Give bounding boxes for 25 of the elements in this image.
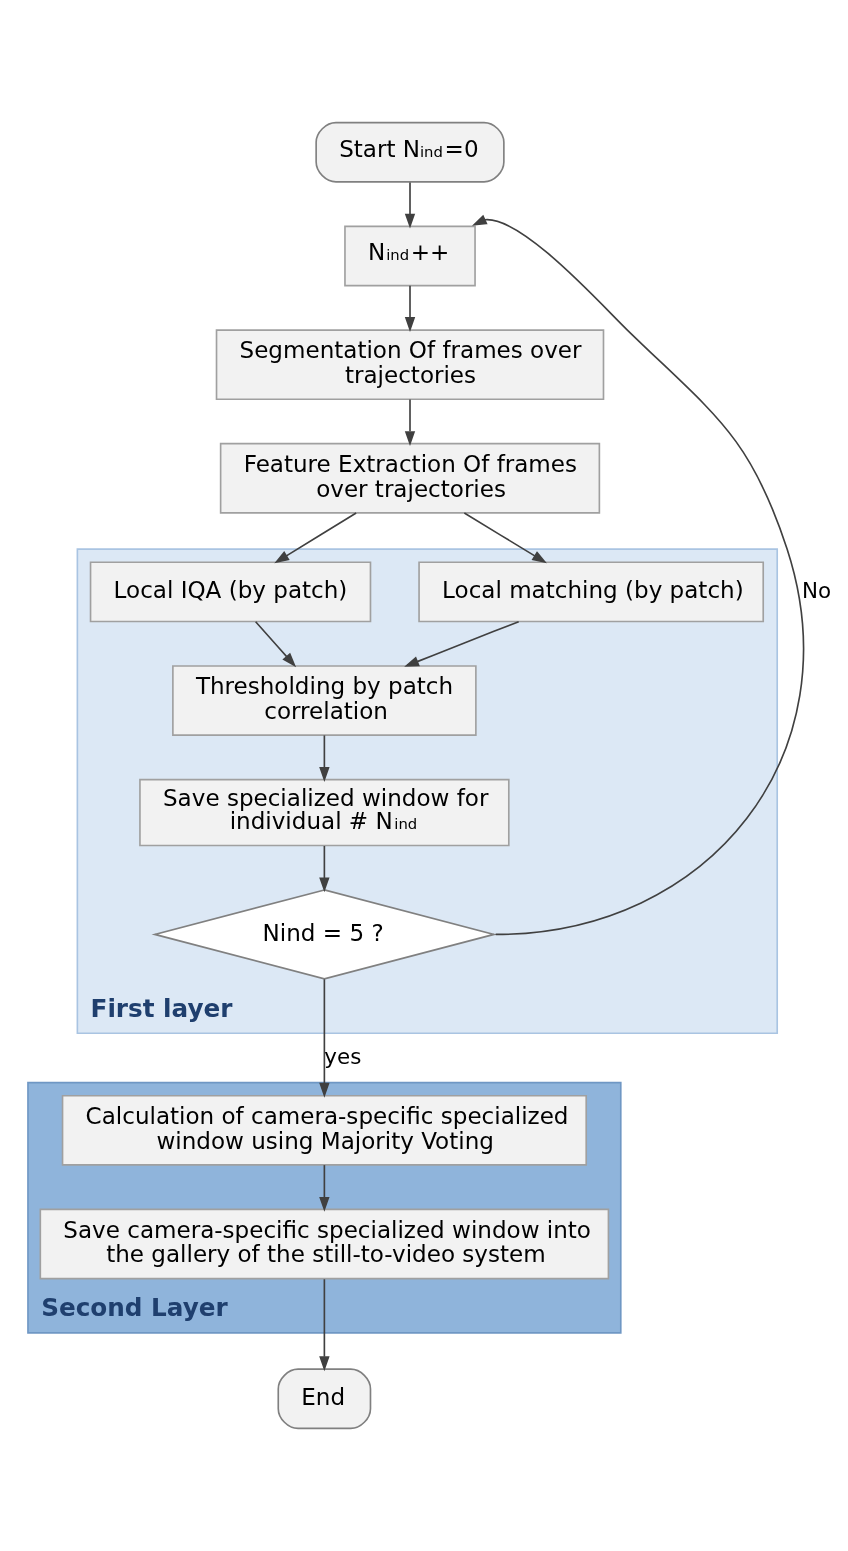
node-box: Feature Extraction Of frames over trajectories <box>219 442 601 514</box>
node-box: Local matching (by patch) <box>418 561 765 623</box>
node-box: Segmentation Of frames over trajectories <box>215 329 605 401</box>
arrow <box>254 620 297 668</box>
node-box: Save camera-specific specialized window into the gallery of the still-to-video system <box>39 1208 610 1280</box>
arrow <box>404 285 416 332</box>
edge-label: yes <box>324 1043 362 1069</box>
arrow <box>404 620 520 667</box>
arrow <box>274 512 357 564</box>
edge-label: No <box>801 577 832 603</box>
node-box: Local IQA (by patch) <box>89 561 372 623</box>
arrow <box>319 1164 330 1212</box>
arrow <box>404 181 416 229</box>
arrow <box>471 214 805 936</box>
arrow <box>319 845 330 893</box>
arrow <box>404 398 416 447</box>
node-box: Thresholding by patch correlation <box>172 665 477 736</box>
arrow <box>463 512 547 564</box>
arrow <box>319 978 330 1098</box>
arrow <box>319 734 330 782</box>
node-box: Start Nind=0 <box>315 121 505 183</box>
node-diamond: Nind = 5 ? <box>151 889 498 980</box>
node-box: End <box>277 1368 372 1430</box>
arrow <box>319 1278 330 1372</box>
node-box: Calculation of camera-specific specialized window using Majority Voting <box>61 1094 588 1166</box>
